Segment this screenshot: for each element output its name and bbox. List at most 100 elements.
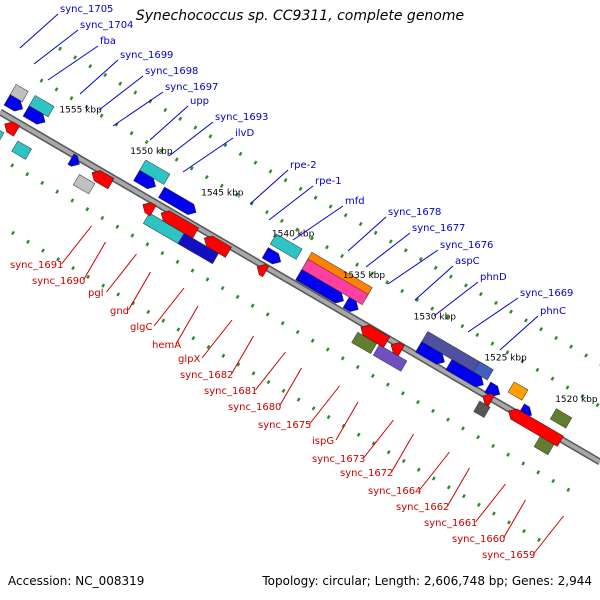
- tick-mark: [509, 309, 513, 314]
- tick-mark: [373, 230, 378, 235]
- forward-leader-line: [149, 105, 189, 141]
- reverse-gene-label: hemA: [152, 340, 181, 351]
- scale-label: 1555 kbp: [59, 106, 102, 116]
- tick-mark: [191, 336, 196, 341]
- reverse-gene-arrow: [482, 393, 495, 407]
- tick-mark: [101, 283, 106, 288]
- reverse-gene-arrow: [91, 170, 115, 190]
- forward-leader-line: [47, 45, 99, 81]
- forward-leader-line: [499, 315, 539, 351]
- tick-mark: [446, 485, 451, 490]
- tick-mark: [415, 297, 420, 302]
- tick-mark: [416, 467, 421, 472]
- forward-leader-line: [249, 169, 289, 205]
- tick-mark: [146, 309, 151, 315]
- forward-leader-line: [79, 59, 119, 95]
- forward-leader-line: [347, 216, 387, 252]
- tick-mark: [296, 397, 301, 402]
- forward-gene-label: aspC: [455, 256, 480, 267]
- forward-gene-arrow: [342, 296, 359, 312]
- forward-leader-line: [268, 185, 314, 221]
- forward-leader-line: [98, 75, 144, 111]
- tick-mark: [118, 81, 123, 86]
- tick-mark: [328, 204, 333, 209]
- tick-mark: [400, 288, 405, 294]
- reverse-leader-line: [419, 451, 450, 491]
- forward-gene-block: [507, 381, 529, 401]
- tick-mark: [84, 104, 89, 110]
- forward-gene-label: rpe-2: [290, 160, 317, 171]
- tick-mark: [494, 300, 498, 306]
- scale-label: 1520 kbp: [555, 395, 598, 405]
- reverse-leader-line: [255, 351, 286, 391]
- reverse-gene-label: sync_1680: [228, 402, 281, 413]
- tick-mark: [490, 341, 495, 346]
- tick-mark: [10, 163, 15, 168]
- tick-mark: [281, 388, 286, 393]
- forward-leader-line: [387, 249, 439, 285]
- tick-mark: [311, 406, 316, 411]
- reverse-leader-line: [61, 225, 92, 265]
- scale-label: 1540 kbp: [272, 230, 315, 240]
- tick-mark: [249, 201, 254, 206]
- reverse-gene-label: sync_1673: [312, 454, 365, 465]
- tick-mark: [539, 327, 544, 332]
- tick-mark: [595, 402, 600, 408]
- tick-mark: [506, 452, 511, 457]
- tick-mark: [133, 90, 138, 95]
- forward-gene-arrow: [67, 153, 80, 167]
- tick-mark: [565, 385, 570, 390]
- tick-mark: [295, 329, 300, 335]
- forward-gene-label: sync_1678: [388, 207, 441, 218]
- tick-mark: [520, 359, 525, 364]
- reverse-leader-line: [475, 483, 506, 523]
- forward-gene-label: fba: [100, 36, 116, 47]
- tick-mark: [325, 347, 330, 352]
- forward-gene-label: sync_1705: [60, 4, 113, 15]
- tick-mark: [521, 461, 526, 466]
- reverse-leader-line: [106, 253, 137, 293]
- tick-mark: [326, 414, 331, 420]
- tick-mark: [371, 441, 376, 446]
- tick-mark: [221, 353, 226, 358]
- tick-mark: [460, 323, 465, 329]
- tick-mark: [355, 364, 360, 370]
- forward-gene-label: sync_1699: [120, 50, 173, 61]
- tick-mark: [159, 148, 164, 153]
- forward-gene-label: upp: [190, 96, 209, 107]
- tick-mark: [401, 458, 406, 464]
- tick-mark: [418, 256, 423, 262]
- reverse-gene-arrow: [390, 342, 405, 357]
- tick-mark: [144, 139, 149, 145]
- reverse-gene-label: sync_1681: [204, 386, 257, 397]
- reverse-gene-label: sync_1659: [482, 550, 535, 561]
- tick-mark: [536, 470, 541, 475]
- tick-mark: [100, 215, 105, 221]
- reverse-gene-label: glpX: [178, 354, 200, 365]
- reverse-gene-label: sync_1682: [180, 370, 233, 381]
- reverse-leader-line: [309, 385, 340, 425]
- tick-mark: [69, 96, 74, 101]
- reverse-leader-line: [335, 401, 359, 441]
- tick-mark: [55, 189, 60, 194]
- forward-gene-label: sync_1676: [440, 240, 493, 251]
- reverse-gene-label: sync_1661: [424, 518, 477, 529]
- reverse-leader-line: [447, 467, 470, 507]
- forward-gene-arrow: [484, 381, 501, 397]
- reverse-gene-arrow: [160, 210, 200, 239]
- tick-mark: [358, 221, 363, 227]
- tick-mark: [569, 344, 574, 349]
- tick-mark: [475, 332, 480, 338]
- tick-mark: [463, 283, 468, 288]
- forward-gene-label: sync_1669: [520, 288, 573, 299]
- tick-mark: [343, 213, 348, 218]
- tick-mark: [461, 493, 466, 499]
- tick-mark: [476, 435, 481, 440]
- forward-gene-label: phnC: [540, 306, 566, 317]
- tick-mark: [26, 239, 30, 244]
- tick-mark: [385, 280, 390, 285]
- tick-mark: [223, 142, 228, 148]
- tick-mark: [130, 233, 135, 238]
- forward-gene-label: sync_1704: [80, 20, 133, 31]
